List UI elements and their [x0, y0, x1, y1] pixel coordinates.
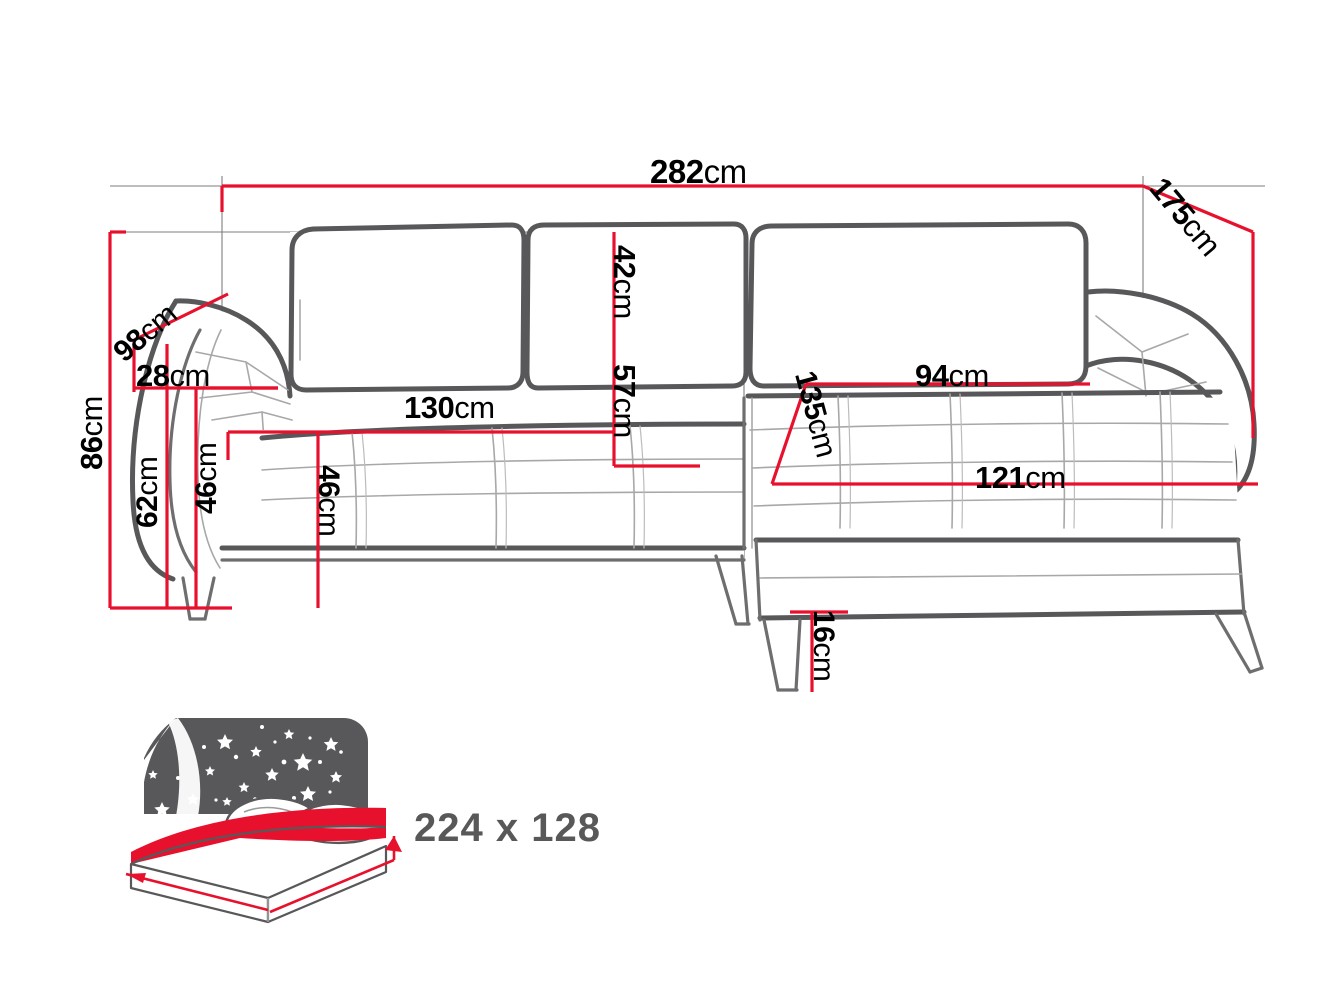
label-57-unit: cm	[607, 397, 642, 438]
label-62-value: 62	[131, 495, 164, 528]
label-86-unit: cm	[74, 396, 109, 437]
label-16cm: 16cm	[807, 610, 840, 682]
label-121-value: 121	[975, 460, 1026, 495]
label-57-value: 57	[607, 364, 642, 398]
label-62cm: 62cm	[131, 456, 164, 528]
corner-seam	[742, 396, 753, 550]
sofa-seat-block	[219, 421, 747, 562]
sofa-illustration	[130, 221, 1264, 692]
sofa-legs	[714, 554, 1264, 692]
label-121cm: 121cm	[975, 462, 1066, 493]
label-94-value: 94	[915, 358, 949, 393]
label-28-unit: cm	[169, 358, 210, 393]
label-121-unit: cm	[1025, 460, 1066, 495]
label-28cm: 28cm	[136, 360, 210, 391]
dimline-175	[1142, 184, 1254, 234]
dimline-135	[770, 383, 808, 485]
label-46-left-unit: cm	[190, 442, 223, 482]
label-282cm: 282cm	[650, 155, 747, 188]
label-130cm: 130cm	[404, 392, 495, 423]
label-46cm-left: 46cm	[190, 442, 223, 514]
label-42-unit: cm	[607, 278, 642, 319]
label-16-unit: cm	[807, 642, 840, 682]
label-86-value: 86	[74, 436, 109, 470]
bed-size-label: 224 x 128	[414, 806, 601, 850]
dimension-lines	[108, 184, 1258, 692]
bed-dimension-arrows	[125, 836, 402, 914]
stars-group	[148, 725, 343, 817]
bed-icon	[125, 718, 402, 924]
label-42-value: 42	[607, 245, 642, 279]
label-94cm: 94cm	[915, 360, 989, 391]
label-28-value: 28	[136, 358, 170, 393]
backrest-cushion-1	[288, 222, 527, 393]
label-57cm: 57cm	[607, 364, 642, 438]
mattress	[129, 807, 388, 924]
label-94-unit: cm	[948, 358, 989, 393]
label-130-unit: cm	[454, 390, 495, 425]
main-seat-seams	[351, 425, 645, 549]
label-130-value: 130	[404, 390, 455, 425]
left-leg	[181, 576, 216, 621]
label-62-unit: cm	[131, 456, 164, 496]
label-282-value: 282	[650, 153, 704, 190]
backrest-cushion-2	[524, 221, 749, 391]
dimline-98	[133, 292, 229, 342]
chaise-body	[745, 389, 1247, 622]
left-armrest	[130, 298, 293, 582]
label-46-center-value: 46	[312, 465, 345, 498]
label-46-left-value: 46	[190, 481, 223, 514]
label-16-value: 16	[807, 610, 840, 643]
label-86cm: 86cm	[74, 396, 109, 470]
label-282-unit: cm	[703, 153, 748, 190]
label-46cm-center: 46cm	[312, 465, 345, 537]
label-42cm: 42cm	[607, 245, 642, 319]
label-46-center-unit: cm	[312, 497, 345, 537]
